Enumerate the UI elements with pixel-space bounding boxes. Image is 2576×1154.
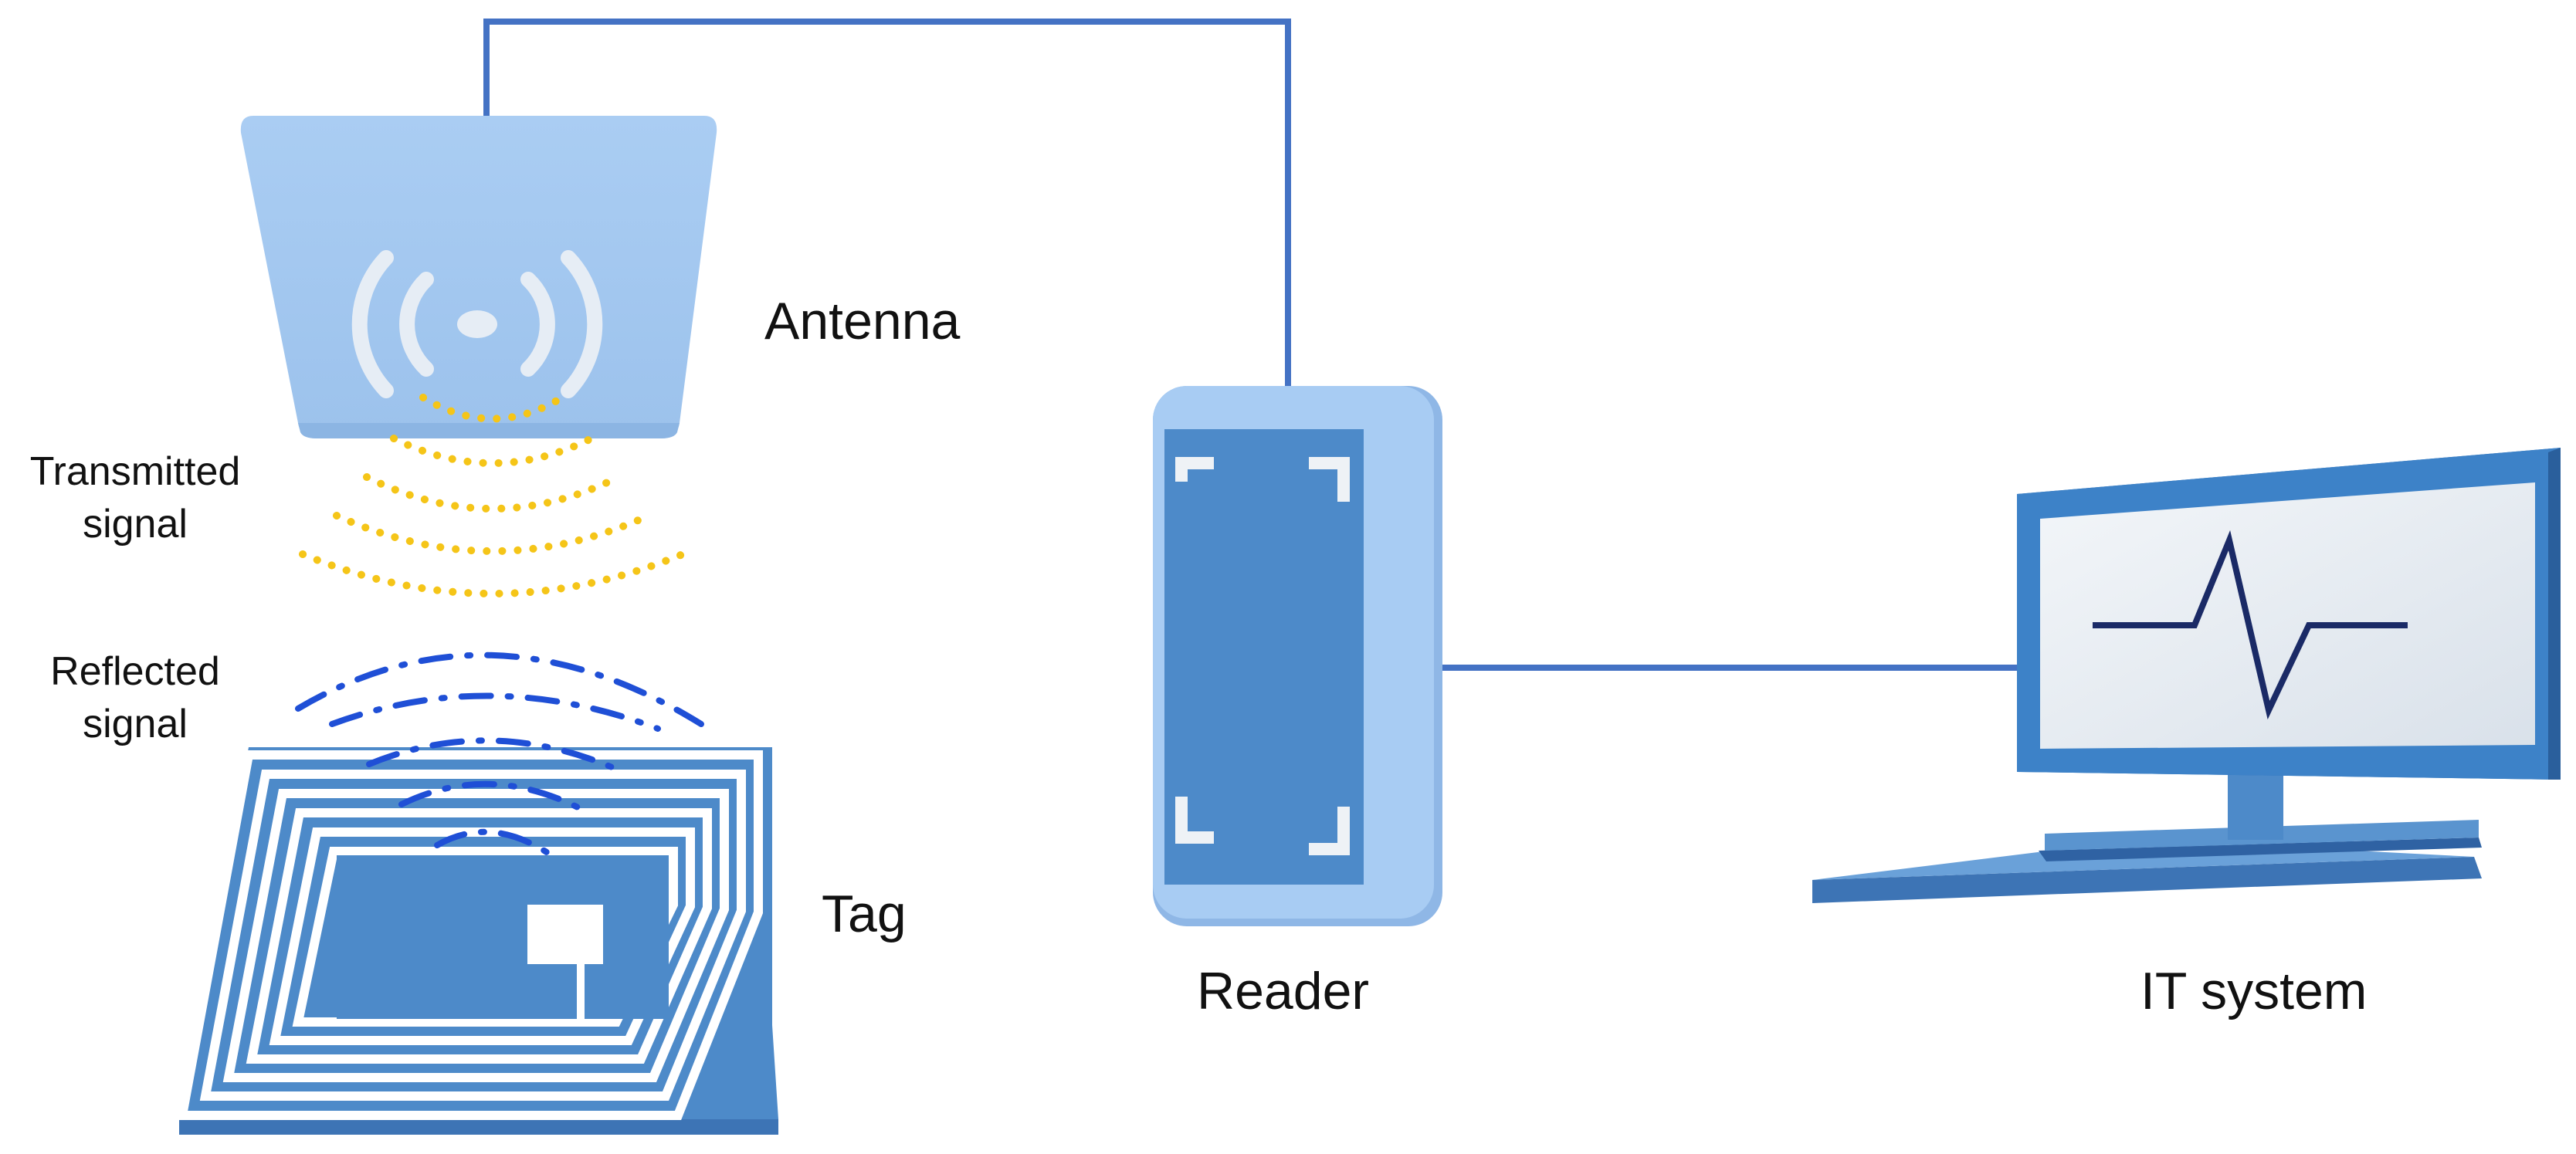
- reflected-signal-label-line1: Reflected: [50, 649, 220, 694]
- tag-label: Tag: [822, 885, 907, 943]
- computer-base: [1812, 851, 2474, 880]
- antenna-center-dot: [457, 310, 497, 338]
- monitor-screen: [2040, 482, 2535, 749]
- transmitted-signal-label-line1: Transmitted: [29, 449, 241, 494]
- connector-lines: [483, 19, 2023, 671]
- tag-inner-area: [337, 855, 669, 1019]
- pulse-waveform: [2093, 530, 2408, 720]
- it-system-label: IT system: [2140, 962, 2368, 1020]
- reflected-signal-waves: [295, 651, 704, 858]
- rfid-tag-icon: [176, 747, 778, 1135]
- antenna-wave-arcs: [351, 250, 603, 398]
- antenna-body: [240, 116, 717, 438]
- reader-scan-corners: [1175, 457, 1350, 855]
- transmitted-signal-label-line2: signal: [83, 501, 188, 547]
- transmitted-signal-label: Transmitted signal: [8, 446, 263, 550]
- transmitted-signal-waves: [299, 394, 686, 597]
- reflected-signal-label: Reflected signal: [15, 646, 255, 750]
- reader-screen: [1164, 429, 1364, 885]
- antenna-label: Antenna: [764, 292, 961, 350]
- tag-chip: [527, 905, 603, 964]
- computer-monitor-icon: [1812, 448, 2561, 903]
- reader-label: Reader: [1197, 962, 1370, 1020]
- antenna-reader-cable: [483, 19, 1291, 401]
- reflected-signal-label-line2: signal: [83, 701, 188, 746]
- reader-device-icon: [1153, 386, 1442, 926]
- monitor-stand: [2228, 772, 2283, 840]
- antenna-icon: [240, 116, 717, 438]
